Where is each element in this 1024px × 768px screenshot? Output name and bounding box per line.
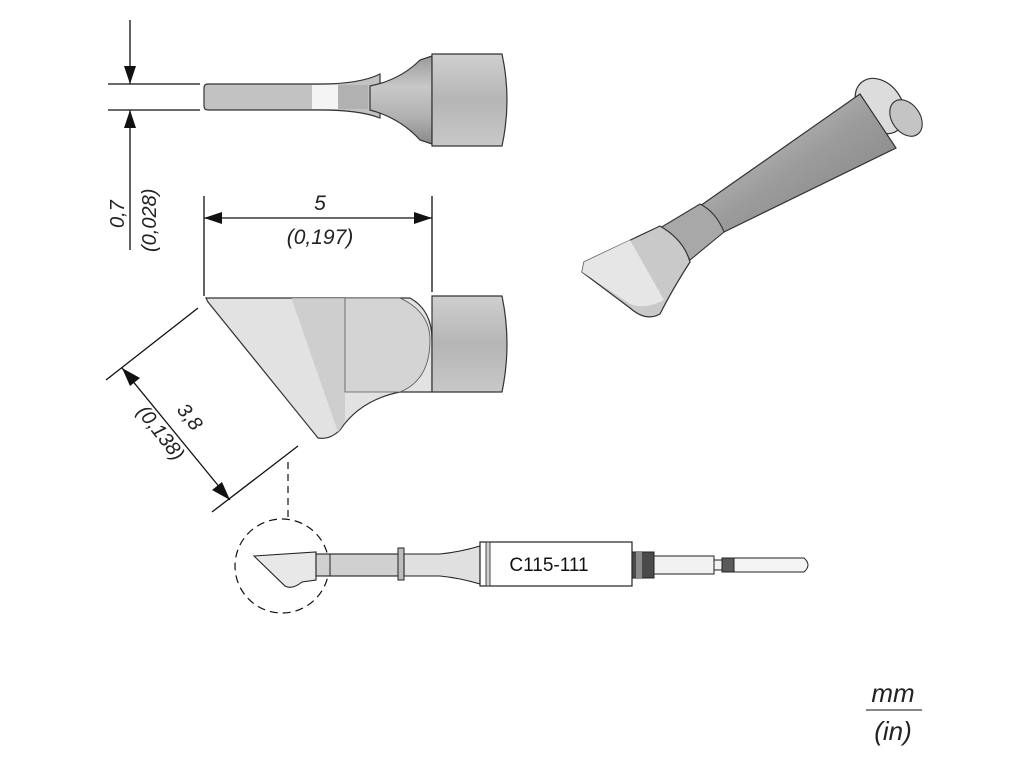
isometric-view <box>581 77 923 318</box>
top-view-body <box>431 295 508 393</box>
thickness-in-label: (0,028) <box>139 189 161 252</box>
units-primary: mm <box>871 678 914 708</box>
part-code: C115-111 <box>509 555 588 576</box>
full-tip-taper <box>403 545 481 585</box>
iso-shaft <box>699 93 897 233</box>
full-tip-ring-1 <box>397 547 405 581</box>
iso-end-cap <box>889 99 923 137</box>
full-tip-dark-band <box>721 557 735 573</box>
full-tip-dark-sleeve <box>631 551 655 579</box>
side-view-blade-highlight <box>312 85 338 109</box>
thickness-dimension <box>108 20 200 250</box>
width-dimension <box>105 307 299 513</box>
iso-blade-face <box>582 240 664 307</box>
full-tip-shaft-1 <box>315 553 401 577</box>
side-view-body <box>431 53 508 147</box>
full-tip-view: C115-111 <box>234 518 809 614</box>
top-view-blade-inner <box>344 297 431 393</box>
top-view <box>205 295 508 439</box>
length-dimension <box>203 196 433 296</box>
full-tip-end-pin <box>733 557 809 573</box>
units-legend: mm (in) <box>866 678 922 746</box>
length-mm-label: 5 <box>314 192 326 215</box>
thickness-mm-label: 0,7 <box>107 199 129 228</box>
width-mm-label: 3,8 <box>172 400 206 435</box>
full-tip-blade <box>252 551 317 588</box>
top-view-blade-shade <box>292 298 345 432</box>
length-in-label: (0,197) <box>287 226 354 249</box>
full-tip-label-body <box>479 541 633 587</box>
side-view-blade-shade <box>338 85 368 109</box>
units-secondary: (in) <box>874 716 912 746</box>
full-tip-rear-shaft <box>653 555 715 575</box>
side-view <box>203 53 508 147</box>
side-view-neck <box>369 55 433 145</box>
